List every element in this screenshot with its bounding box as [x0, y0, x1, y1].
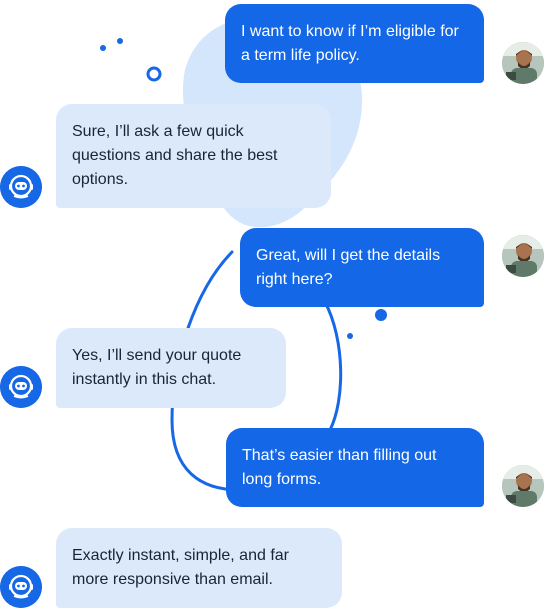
- message-text: Yes, I’ll send your quote instantly in t…: [72, 347, 242, 388]
- user-avatar: [502, 42, 544, 84]
- bot-avatar: [0, 566, 42, 608]
- user-avatar: [502, 465, 544, 507]
- robot-head-icon: [0, 566, 42, 608]
- message-bubble-user: That’s easier than filling out long form…: [226, 428, 484, 507]
- message-bubble-bot: Sure, I’ll ask a few quick questions and…: [56, 104, 331, 208]
- message-bubble-user: I want to know if I’m eligible for a ter…: [225, 4, 484, 83]
- user-photo-icon: [502, 42, 544, 84]
- message-bubble-bot: Yes, I’ll send your quote instantly in t…: [56, 328, 286, 408]
- decor-ring: [146, 66, 162, 82]
- decor-dot: [117, 38, 123, 44]
- message-bubble-bot: Exactly instant, simple, and far more re…: [56, 528, 342, 608]
- message-text: I want to know if I’m eligible for a ter…: [241, 23, 459, 64]
- user-avatar: [502, 235, 544, 277]
- user-photo-icon: [502, 235, 544, 277]
- decor-dot: [347, 333, 353, 339]
- decor-loop-line: [170, 250, 343, 492]
- bot-avatar: [0, 166, 42, 208]
- message-bubble-user: Great, will I get the details right here…: [240, 228, 484, 307]
- message-text: Exactly instant, simple, and far more re…: [72, 547, 289, 588]
- decor-dot: [375, 309, 387, 321]
- robot-head-icon: [0, 366, 42, 408]
- message-text: Sure, I’ll ask a few quick questions and…: [72, 123, 278, 188]
- user-photo-icon: [502, 465, 544, 507]
- message-text: Great, will I get the details right here…: [256, 247, 441, 288]
- robot-head-icon: [0, 166, 42, 208]
- bot-avatar: [0, 366, 42, 408]
- decor-dot: [100, 45, 106, 51]
- message-text: That’s easier than filling out long form…: [242, 447, 437, 488]
